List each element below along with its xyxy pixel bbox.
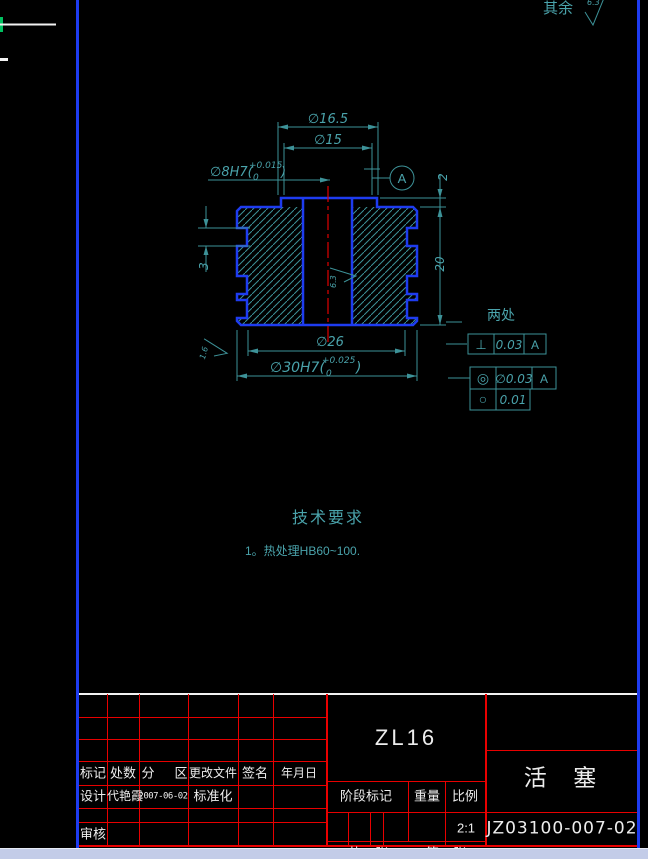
tech-requirements: 技术要求 1。热处理HB60~100. [245, 509, 364, 558]
white-margin-stub [0, 58, 8, 61]
hatch-left [237, 207, 303, 325]
drawing-number: JZ03100-007-02 [486, 818, 638, 839]
title-block-top-line [79, 693, 637, 695]
white-margin-line [0, 23, 56, 26]
dim-d8-sub: 0 [253, 173, 259, 183]
circularity-icon: ○ [479, 391, 487, 407]
roughness-check-icon [203, 338, 229, 357]
base-roughness: 1.6 [198, 338, 229, 361]
col-count: 处数 [109, 765, 137, 781]
dim-height: 20 [420, 207, 447, 326]
margin-marks [0, 17, 56, 61]
tol-datum: A [540, 372, 548, 386]
surface-roughness-note: 其余 6.3 [543, 0, 604, 27]
col-zone-b: 区 [174, 765, 188, 781]
dim-d30-close: ) [355, 360, 361, 376]
designer-name: 代艳霞 [106, 789, 144, 803]
dim-height-text: 20 [433, 256, 447, 272]
tol-frame-concentricity: ◎ ∅0.03 A [469, 366, 557, 390]
dim-d15: ∅15 [283, 133, 373, 195]
col-date: 年月日 [280, 766, 318, 780]
dim-d30-base: ∅30H7( [270, 360, 325, 376]
dim-d8: ∅8H7( +0.015 0 ) [208, 161, 330, 183]
dim-step: 2 [380, 173, 450, 208]
dim-d30: ∅30H7( +0.025 0 ) [236, 330, 418, 381]
bore-roughness: 6.3 [329, 267, 358, 288]
dim-d8-base: ∅8H7( [210, 165, 254, 180]
audit-label: 审核 [79, 826, 107, 842]
frame-border-left [76, 0, 79, 848]
tech-item: 1。热处理HB60~100. [245, 544, 360, 558]
col-mark: 标记 [79, 765, 107, 781]
roughness-check-icon [584, 0, 604, 27]
standardization-label: 标准化 [193, 788, 233, 804]
dim-d15-text: ∅15 [314, 133, 342, 148]
scale-label: 比例 [451, 788, 479, 804]
dim-d8-close: ) [280, 165, 286, 180]
surface-note-label: 其余 [543, 0, 573, 17]
surface-note-value: 6.3 [587, 0, 600, 7]
dim-groove: 3 [197, 206, 250, 272]
drawing-canvas: 其余 6.3 ∅16.5 ∅15 [0, 0, 604, 558]
weight-label: 重量 [413, 788, 441, 804]
dim-d26-text: ∅26 [316, 335, 344, 350]
scale-value: 2:1 [456, 820, 476, 836]
tol-frame-perpendicularity: ⊥ 0.03 A [467, 333, 547, 355]
tol-datum: A [531, 338, 539, 352]
part-name: 活 塞 [523, 764, 607, 791]
dim-d26: ∅26 [247, 330, 406, 356]
dim-step-text: 2 [436, 173, 450, 181]
tol-frame-circularity: ○ 0.01 [469, 388, 531, 411]
tol-value: 0.01 [500, 393, 527, 407]
tol-value: ∅0.03 [495, 372, 532, 386]
section-hatching [237, 207, 417, 325]
dim-d30-sub: 0 [326, 369, 332, 379]
stage-mark-label: 阶段标记 [339, 788, 393, 804]
base-roughness-value: 1.6 [198, 346, 210, 361]
dim-d165-text: ∅16.5 [308, 112, 348, 127]
datum-letter: A [398, 171, 407, 186]
tol-value: 0.03 [496, 338, 523, 352]
hatch-right [352, 207, 417, 325]
bottom-bar [0, 848, 648, 859]
design-label: 设计 [79, 788, 107, 804]
dim-d8-sup: +0.015 [249, 161, 283, 171]
perpendicularity-icon: ⊥ [475, 337, 486, 352]
tol-note: 两处 [487, 307, 515, 323]
roughness-check-icon [329, 267, 358, 283]
concentricity-icon: ◎ [477, 370, 489, 386]
col-signature: 签名 [241, 765, 269, 781]
col-zone-a: 分 [141, 765, 155, 781]
design-date: 2007-06-02 [138, 791, 188, 802]
datum-circle [389, 165, 415, 191]
frame-border-right [637, 0, 640, 848]
tolerance-frames: 两处 ⊥ 0.03 A ◎ ∅0.03 A ○ 0.01 [446, 307, 557, 411]
tech-title: 技术要求 [292, 509, 364, 527]
datum-a: A [364, 165, 415, 191]
col-change-doc: 更改文件 [188, 766, 238, 780]
model-code: ZL16 [374, 725, 438, 750]
dim-d165: ∅16.5 [277, 112, 379, 195]
bore-roughness-value: 6.3 [329, 275, 338, 288]
dim-d30-sup: +0.025 [322, 356, 356, 366]
dim-groove-text: 3 [197, 262, 211, 270]
